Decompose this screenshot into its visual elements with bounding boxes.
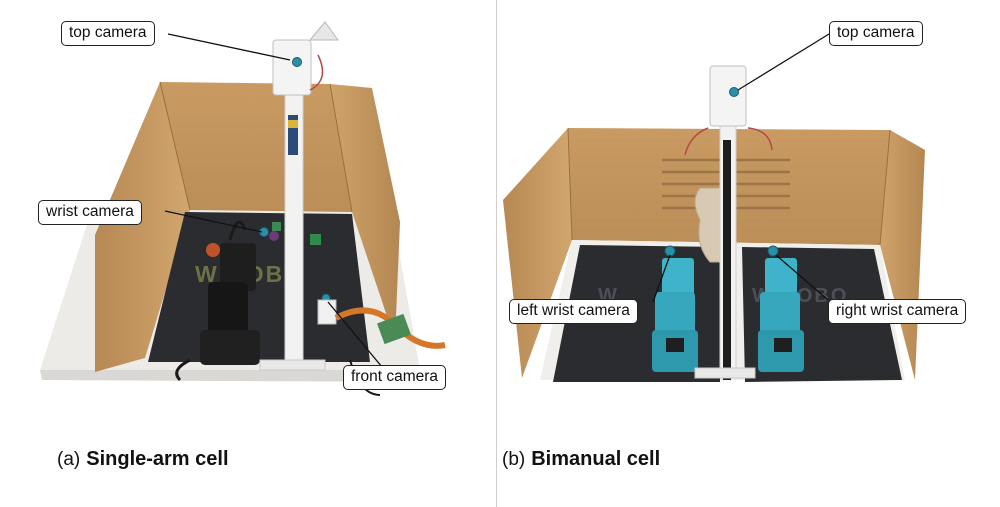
work-mat xyxy=(148,212,370,362)
wall-edge xyxy=(159,81,191,211)
caption-title: Single-arm cell xyxy=(86,448,229,470)
left-blue-robot-arm xyxy=(652,245,698,372)
green-cube xyxy=(310,234,321,245)
panel-divider xyxy=(496,0,497,507)
front-camera-board xyxy=(317,299,337,325)
cardboard-left-wall xyxy=(95,82,190,372)
controller-board xyxy=(377,313,411,345)
wire xyxy=(684,127,709,156)
caption-letter: (a) xyxy=(57,449,81,470)
wall-edge xyxy=(879,129,891,246)
top-camera-leader xyxy=(737,33,830,91)
camera-cable xyxy=(288,115,298,155)
right-blue-robot-arm xyxy=(758,245,804,372)
right-wrist-camera-leader xyxy=(775,254,829,301)
wall-edge xyxy=(329,83,353,213)
front-camera-label: front camera xyxy=(343,365,447,390)
left-wrist-camera-leader xyxy=(652,254,671,303)
caption-b: (b)Bimanual cell xyxy=(502,448,660,471)
top-camera-mount xyxy=(272,39,312,96)
front-camera-leader xyxy=(327,301,383,368)
stand-foot xyxy=(694,367,756,379)
wire xyxy=(747,127,773,151)
wrist-camera-leader xyxy=(164,210,263,233)
stand-foot xyxy=(259,359,326,371)
left-wrist-camera-label: left wrist camera xyxy=(509,299,638,324)
cardboard-right-wall xyxy=(330,84,400,340)
caption-letter: (b) xyxy=(502,449,526,470)
base-board-front-edge xyxy=(40,370,420,382)
bimanual-cell-photo: W W ROBO xyxy=(503,33,925,382)
camera-cable xyxy=(723,140,731,380)
top-camera-lens xyxy=(729,87,739,97)
lamp xyxy=(308,21,339,41)
wrist-camera-label: wrist camera xyxy=(38,200,142,225)
top-camera-label: top camera xyxy=(829,21,923,46)
top-camera-mount xyxy=(709,65,747,127)
right-wrist-camera-label: right wrist camera xyxy=(828,299,967,324)
purple-ball xyxy=(269,231,279,241)
wall-edge xyxy=(567,127,573,241)
cardboard-back-wall xyxy=(160,82,352,212)
green-cube xyxy=(272,222,281,231)
caption-title: Bimanual cell xyxy=(531,448,661,470)
top-camera-lens xyxy=(292,57,302,67)
wire xyxy=(309,54,324,91)
single-arm-cell-photo: W ROBO xyxy=(40,21,446,396)
top-camera-leader xyxy=(167,33,291,61)
top-camera-label: top camera xyxy=(61,21,155,46)
camera-cable xyxy=(288,120,298,128)
black-robot-arm xyxy=(175,220,260,382)
caption-a: (a)Single-arm cell xyxy=(57,448,229,471)
